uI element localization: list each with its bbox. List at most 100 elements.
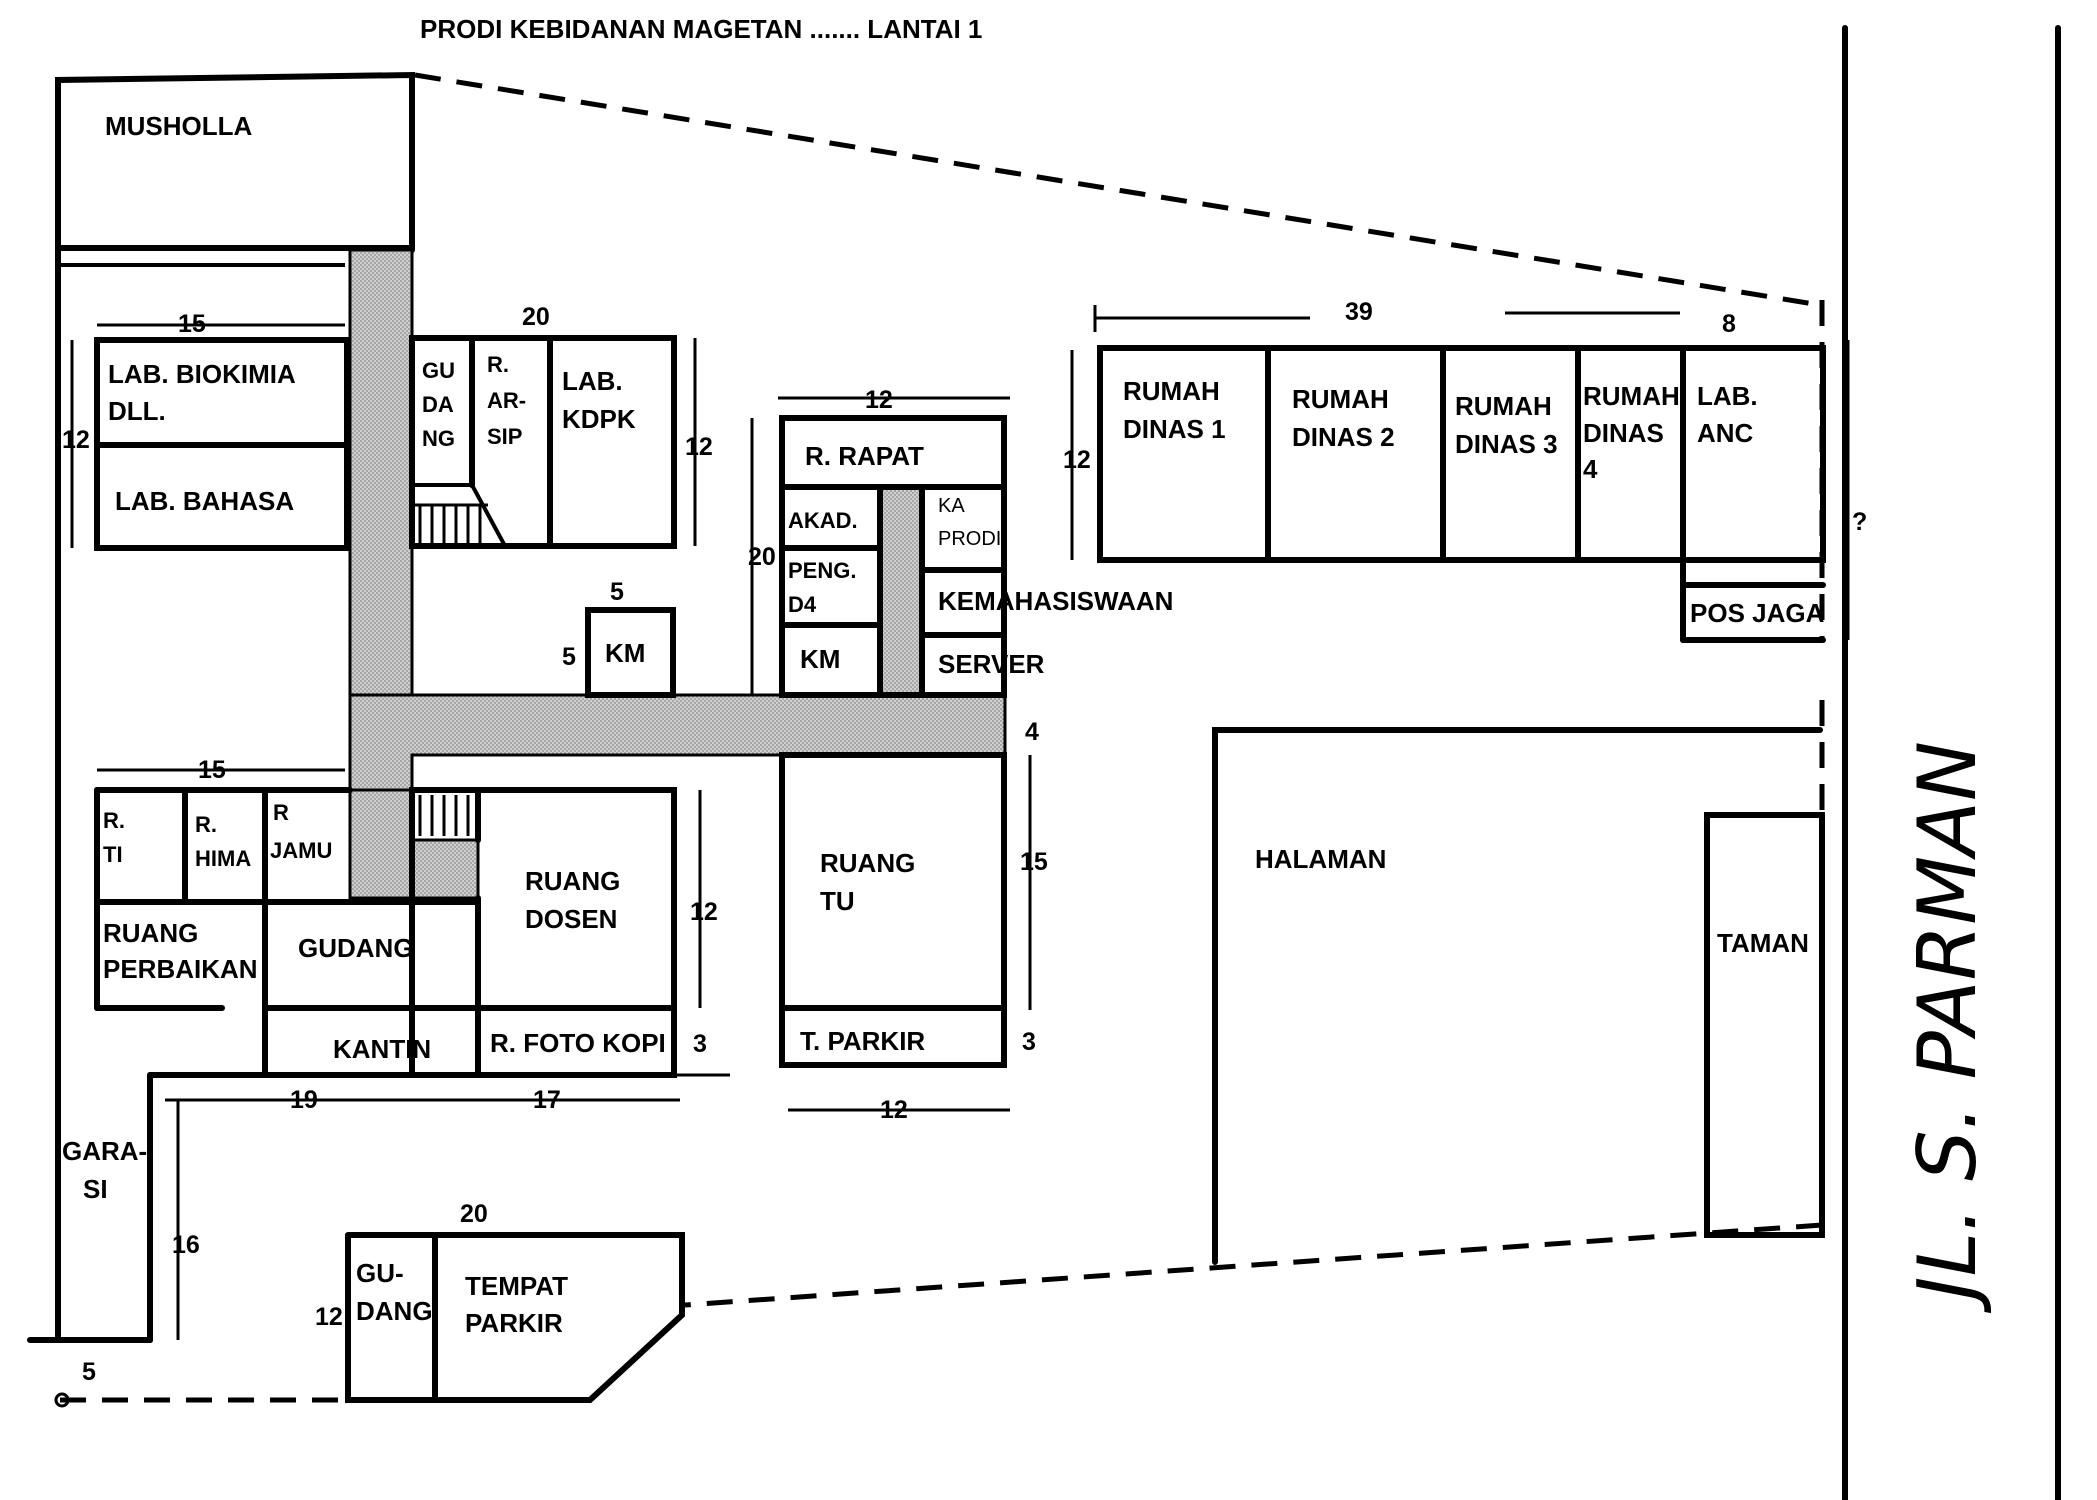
room-km: KM	[605, 638, 645, 668]
room-dinas1-2: DINAS 1	[1123, 414, 1226, 444]
room-dosen-1: RUANG	[525, 866, 620, 896]
garasi-block	[55, 1072, 180, 1343]
dim-bottom-19: 19	[290, 1086, 318, 1114]
kantin-row	[147, 1005, 730, 1078]
area-taman: TAMAN	[1717, 928, 1809, 958]
corridor-horizontal	[348, 693, 1007, 792]
dim-corridor: 4	[1025, 718, 1039, 746]
corridor-vertical	[348, 248, 414, 697]
room-dinas4-3: 4	[1583, 454, 1598, 484]
room-gudang-bottom-1: GU-	[356, 1258, 404, 1288]
room-lab-kdpk-1: LAB.	[562, 366, 623, 396]
room-dinas1-1: RUMAH	[1123, 376, 1220, 406]
street-name: JL. S. PARMAN	[1901, 741, 1994, 1314]
room-tu-1: RUANG	[820, 848, 915, 878]
room-dosen-2: DOSEN	[525, 904, 617, 934]
room-server: SERVER	[938, 649, 1045, 679]
room-dinas2-1: RUMAH	[1292, 384, 1389, 414]
dim-dosen-height: 12	[690, 898, 718, 926]
room-lab-anc-1: LAB.	[1697, 381, 1758, 411]
room-ka-prodi-2: PRODI	[938, 528, 1001, 550]
kdpk-block	[409, 335, 677, 549]
dim-km-width: 5	[610, 578, 624, 606]
room-hima-1: R.	[195, 812, 217, 837]
room-lab-biokimia-2: DLL.	[108, 396, 166, 426]
room-dinas2-2: DINAS 2	[1292, 422, 1395, 452]
dim-anc-width: 8	[1722, 310, 1736, 338]
room-arsip-1: R.	[487, 352, 509, 377]
room-peng-d4-1: PENG.	[788, 558, 856, 583]
dim-bottom-17: 17	[533, 1086, 561, 1114]
room-dinas3-2: DINAS 3	[1455, 429, 1558, 459]
dim-unknown: ?	[1852, 508, 1867, 536]
room-kantin: KANTIN	[333, 1034, 431, 1064]
dim-garasi-height: 16	[172, 1231, 200, 1259]
room-jamu-1: R	[273, 800, 289, 825]
room-arsip-3: SIP	[487, 424, 522, 449]
room-foto-kopi: R. FOTO KOPI	[490, 1028, 666, 1058]
dim-parkir-depth: 3	[1022, 1028, 1036, 1056]
room-t-parkir: T. PARKIR	[800, 1026, 925, 1056]
dim-tu-height: 15	[1020, 848, 1048, 876]
dim-tu-width: 12	[880, 1096, 908, 1124]
room-km-center: KM	[800, 644, 840, 674]
dim-parkir-width: 20	[460, 1200, 488, 1228]
dim-mid-left-width: 15	[198, 756, 226, 784]
room-pos-jaga: POS JAGA	[1690, 598, 1825, 628]
room-lab-kdpk-2: KDPK	[562, 404, 636, 434]
area-halaman: HALAMAN	[1255, 844, 1386, 874]
room-km-box	[585, 607, 676, 698]
room-akad: AKAD.	[788, 508, 858, 533]
room-dinas4-1: RUMAH	[1583, 381, 1680, 411]
parkir-block	[345, 1232, 685, 1403]
room-tu-2: TU	[820, 886, 855, 916]
room-hima-2: HIMA	[195, 846, 251, 871]
room-gudang-top-3: NG	[422, 426, 455, 451]
halaman-outline	[1212, 727, 1823, 1265]
plan-title: PRODI KEBIDANAN MAGETAN ....... LANTAI 1	[420, 14, 982, 44]
room-peng-d4-2: D4	[788, 592, 817, 617]
room-gudang-bottom-2: DANG	[356, 1296, 433, 1326]
dim-center-height: 20	[748, 543, 776, 571]
room-rapat: R. RAPAT	[805, 441, 924, 471]
dim-lab-width: 15	[178, 310, 206, 338]
dim-parkir-height: 12	[315, 1303, 343, 1331]
dim-block-width: 20	[522, 303, 550, 331]
dim-kantin-depth: 3	[693, 1030, 707, 1058]
room-ti-2: TI	[103, 842, 123, 867]
room-ti-1: R.	[103, 808, 125, 833]
dim-garasi-width: 5	[82, 1358, 96, 1386]
room-jamu-2: JAMU	[270, 838, 332, 863]
room-garasi-1: GARA-	[62, 1136, 147, 1166]
dim-center-width: 12	[865, 386, 893, 414]
room-perbaikan-1: RUANG	[103, 918, 198, 948]
tu-block	[779, 752, 1007, 1068]
room-dinas3-1: RUMAH	[1455, 391, 1552, 421]
room-arsip-2: AR-	[487, 388, 526, 413]
room-gudang-mid: GUDANG	[298, 933, 414, 963]
room-kemahasiswaan: KEMAHASISWAAN	[938, 586, 1173, 616]
room-lab-bahasa: LAB. BAHASA	[115, 486, 294, 516]
room-gudang-top-2: DA	[422, 392, 454, 417]
room-tempat-parkir-1: TEMPAT	[465, 1271, 568, 1301]
dim-lab-height: 12	[62, 426, 90, 454]
dim-block-height: 12	[685, 433, 713, 461]
room-ka-prodi-1: KA	[938, 495, 965, 517]
room-gudang-top-1: GU	[422, 358, 455, 383]
room-perbaikan-2: PERBAIKAN	[103, 954, 258, 984]
taman-box	[1704, 812, 1825, 1238]
corridor-center	[878, 485, 924, 697]
lab-block	[94, 337, 350, 551]
dim-km-height: 5	[562, 643, 576, 671]
room-musholla: MUSHOLLA	[105, 111, 253, 141]
dim-dinas-height: 12	[1063, 446, 1091, 474]
room-tempat-parkir-2: PARKIR	[465, 1308, 563, 1338]
room-lab-biokimia-1: LAB. BIOKIMIA	[108, 359, 296, 389]
dinas-row	[1097, 345, 1826, 643]
room-garasi-2: SI	[83, 1174, 108, 1204]
central-block	[779, 415, 1007, 698]
room-dinas4-2: DINAS	[1583, 418, 1664, 448]
room-lab-anc-2: ANC	[1697, 418, 1754, 448]
dim-dinas-width: 39	[1345, 298, 1373, 326]
